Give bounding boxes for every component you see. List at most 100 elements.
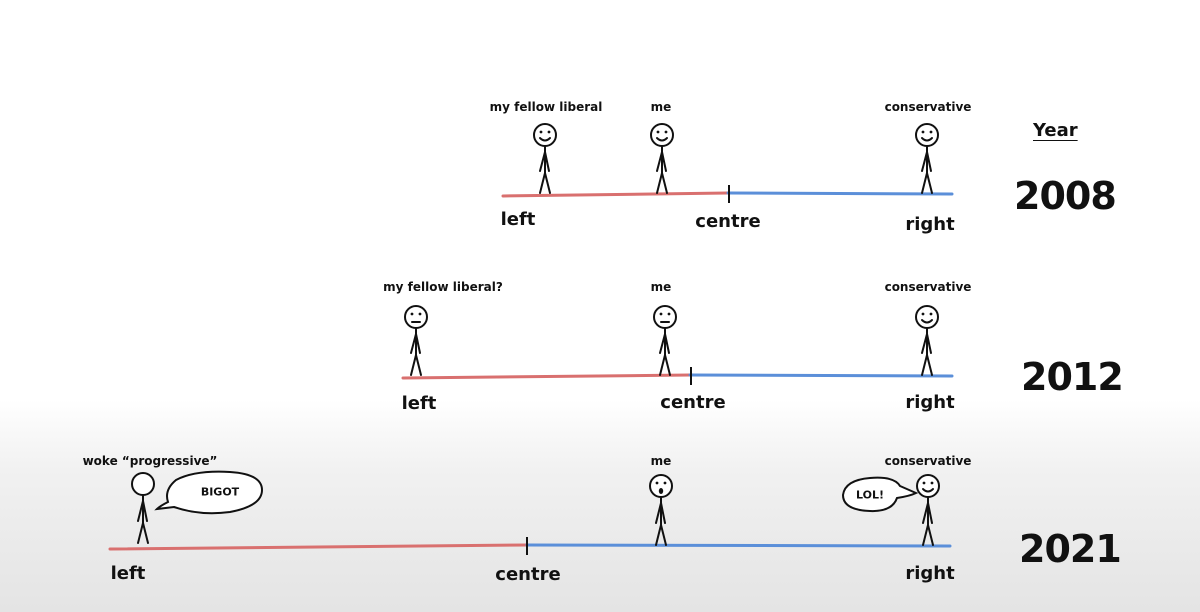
speech-text-lol: LOL!: [856, 488, 884, 502]
figure-label-me-2012: me: [650, 280, 672, 294]
head: [131, 472, 155, 496]
left-eye: [921, 312, 925, 316]
row-2008: [501, 123, 954, 203]
head: [404, 305, 428, 329]
left-segment-2012: [401, 373, 692, 380]
axis-centre-label-2008: centre: [695, 211, 761, 232]
left-leg: [656, 172, 663, 194]
speech-bubble-lol: [841, 476, 919, 513]
left-arm: [659, 333, 666, 354]
right-leg: [660, 524, 667, 546]
left-segment-2008: [501, 191, 730, 198]
left-eye: [410, 312, 414, 316]
figure-woke-progressive-2021: [131, 472, 155, 544]
axis-left-label-2012: left: [401, 393, 437, 414]
right-leg: [415, 354, 422, 376]
right-arm: [664, 333, 670, 354]
axis-centre-label-2021: centre: [495, 564, 561, 585]
left-leg: [922, 524, 929, 546]
left-arm: [410, 333, 417, 354]
right-leg: [926, 172, 933, 194]
left-eye: [922, 481, 926, 485]
left-leg: [659, 354, 666, 376]
axis-centre-label-2012: centre: [660, 392, 726, 413]
head: [653, 305, 677, 329]
row-2012: [401, 305, 954, 385]
left-segment-2021: [108, 543, 529, 551]
right-arm: [661, 151, 667, 172]
figure-me-2008: [650, 123, 674, 194]
row-2021: [108, 470, 952, 555]
left-arm: [539, 151, 546, 172]
year-header: Year: [1033, 120, 1078, 141]
right-eye: [664, 130, 668, 134]
axis-right-label-2012: right: [905, 392, 955, 413]
head: [915, 305, 939, 329]
right-eye: [547, 130, 551, 134]
left-eye: [539, 130, 543, 134]
left-leg: [539, 172, 546, 194]
right-arm: [660, 502, 666, 524]
figure-label-me-2008: me: [650, 100, 672, 114]
speech-bubble-bigot: [154, 470, 264, 515]
right-leg: [926, 354, 933, 376]
axis-right-label-2021: right: [905, 563, 955, 584]
right-eye: [663, 481, 667, 485]
figure-me-2012: [653, 305, 677, 376]
figure-fellow-liberal-2012: [404, 305, 428, 376]
figure-conservative-2021: [916, 474, 940, 546]
head: [533, 123, 557, 147]
mouth-smile: [656, 137, 668, 142]
year-2008: 2008: [1014, 174, 1117, 218]
mouth-open: [658, 488, 664, 494]
mouth-smile: [921, 137, 933, 142]
axis-right-label-2008: right: [905, 214, 955, 235]
right-leg: [664, 354, 671, 376]
year-2012: 2012: [1021, 355, 1124, 399]
figure-label-fellow-liberal-2008: my fellow liberal: [489, 100, 603, 114]
right-arm: [544, 151, 550, 172]
right-eye: [929, 130, 933, 134]
axis-left-label-2008: left: [500, 209, 536, 230]
right-arm: [927, 502, 933, 524]
figure-fellow-liberal-2008: [533, 123, 557, 194]
right-arm: [142, 500, 148, 522]
mouth-smile: [921, 319, 933, 324]
left-arm: [921, 333, 928, 354]
left-eye: [921, 130, 925, 134]
left-eye: [655, 481, 659, 485]
right-arm: [415, 333, 421, 354]
left-arm: [655, 502, 662, 524]
right-segment-2008: [726, 191, 954, 196]
right-arm: [926, 151, 932, 172]
left-eye: [656, 130, 660, 134]
left-arm: [922, 502, 929, 524]
left-eye: [659, 312, 663, 316]
right-eye: [930, 481, 934, 485]
figure-me-2021: [649, 474, 673, 546]
axis-left-label-2021: left: [110, 563, 146, 584]
left-arm: [921, 151, 928, 172]
figure-label-conservative-2021: conservative: [884, 454, 972, 468]
left-leg: [410, 354, 417, 376]
right-leg: [544, 172, 551, 194]
head: [915, 123, 939, 147]
figure-conservative-2008: [915, 123, 939, 194]
left-leg: [921, 172, 928, 194]
right-leg: [661, 172, 668, 194]
left-leg: [137, 522, 144, 544]
right-arm: [926, 333, 932, 354]
left-arm: [137, 500, 144, 522]
mouth-smile: [922, 488, 934, 493]
right-eye: [418, 312, 422, 316]
right-segment-2012: [688, 373, 954, 378]
head: [916, 474, 940, 498]
year-2021: 2021: [1019, 527, 1122, 571]
head: [650, 123, 674, 147]
right-eye: [667, 312, 671, 316]
figure-label-fellow-liberal-2012: my fellow liberal?: [383, 280, 503, 294]
right-leg: [927, 524, 934, 546]
figure-label-conservative-2008: conservative: [884, 100, 972, 114]
figure-label-me-2021: me: [650, 454, 672, 468]
